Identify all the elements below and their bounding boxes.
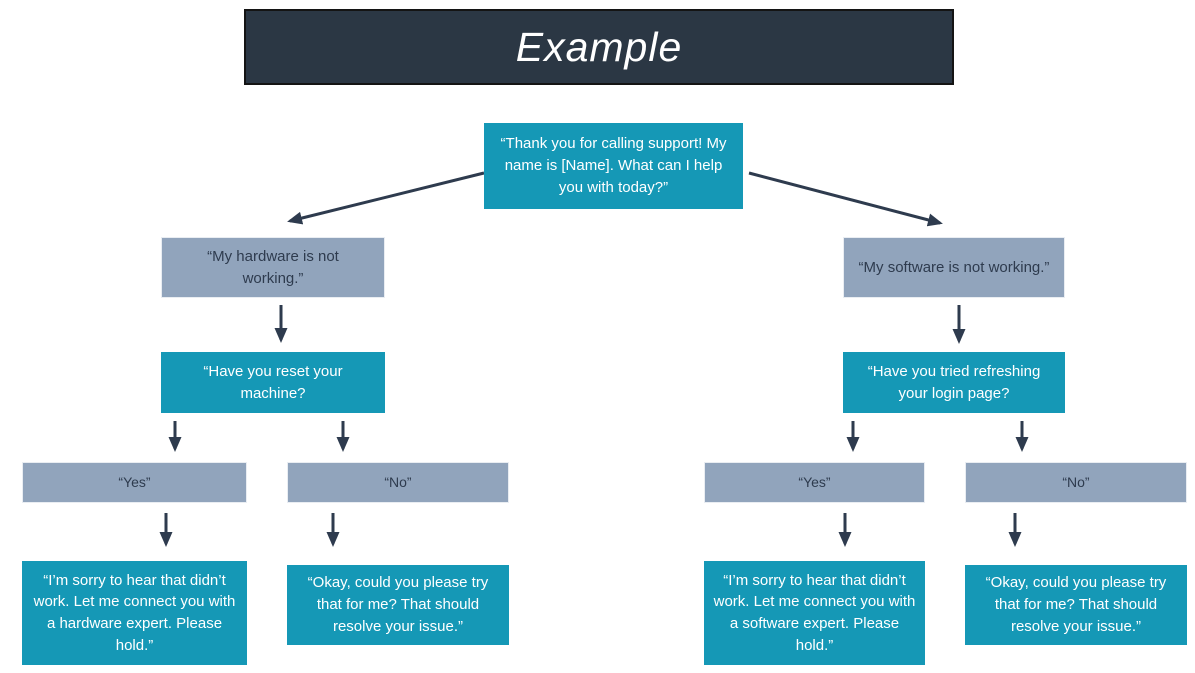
node-response-hardware-yes: “I’m sorry to hear that didn’t work. Let… [22, 561, 247, 665]
node-condition-software-text: “My software is not working.” [858, 258, 1050, 276]
node-hardware-yes-text: “Yes” [118, 474, 151, 491]
node-software-no-text: “No” [1062, 474, 1090, 491]
node-question-hardware: “Have you reset your machine? [161, 352, 385, 413]
node-response-software-yes-text: “I’m sorry to hear that didn’t work. Let… [713, 571, 916, 654]
node-condition-hardware: “My hardware is not working.” [161, 237, 385, 298]
node-response-software-no: “Okay, could you please try that for me?… [965, 565, 1187, 645]
node-condition-software: “My software is not working.” [843, 237, 1065, 298]
node-response-hardware-yes-text: “I’m sorry to hear that didn’t work. Let… [33, 571, 236, 654]
node-response-software-no-text: “Okay, could you please try that for me?… [985, 574, 1167, 635]
arrow-root-to-hardware [287, 171, 485, 225]
node-greeting: “Thank you for calling support! My name … [484, 123, 743, 209]
node-software-yes-text: “Yes” [798, 474, 831, 491]
node-question-hardware-text: “Have you reset your machine? [203, 362, 343, 402]
node-response-hardware-no-text: “Okay, could you please try that for me?… [307, 574, 489, 635]
node-response-hardware-no: “Okay, could you please try that for me?… [287, 565, 509, 645]
arrow-root-to-software [748, 171, 943, 227]
node-question-software-text: “Have you tried refreshing your login pa… [867, 362, 1041, 402]
node-hardware-no-text: “No” [384, 474, 412, 491]
node-hardware-yes: “Yes” [22, 462, 247, 503]
node-response-software-yes: “I’m sorry to hear that didn’t work. Let… [704, 561, 925, 665]
page-title: Example [515, 23, 683, 70]
node-condition-hardware-text: “My hardware is not working.” [207, 247, 339, 287]
title-banner: Example [244, 9, 954, 85]
node-hardware-no: “No” [287, 462, 509, 503]
node-software-no: “No” [965, 462, 1187, 503]
node-question-software: “Have you tried refreshing your login pa… [843, 352, 1065, 413]
node-software-yes: “Yes” [704, 462, 925, 503]
node-greeting-text: “Thank you for calling support! My name … [500, 135, 727, 196]
